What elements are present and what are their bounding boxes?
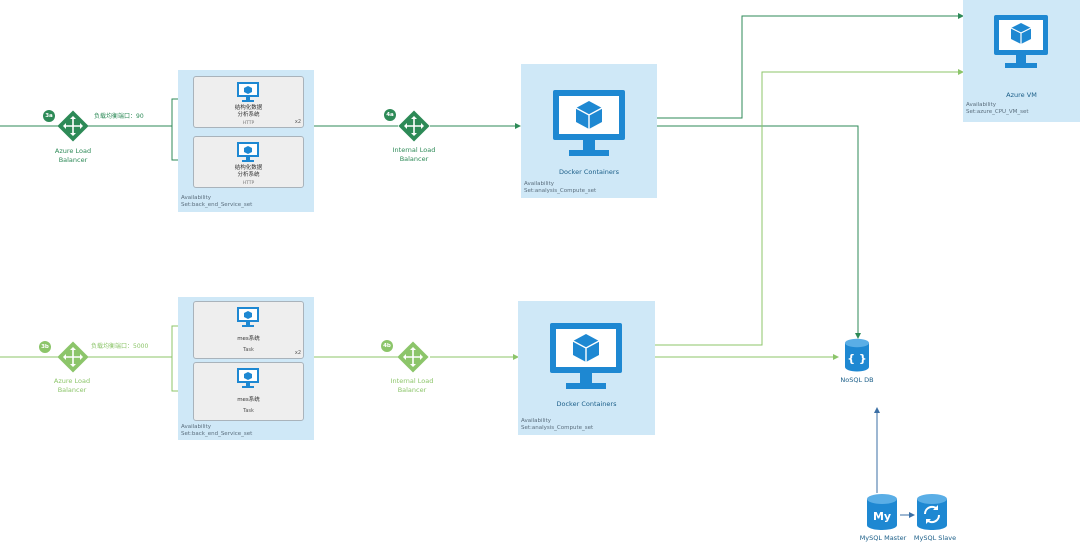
edge-docker-top-to-azure-vm	[657, 13, 964, 119]
step-badge-4a: 4a	[384, 109, 396, 121]
nosql-db-icon[interactable]: { }	[843, 338, 871, 372]
service-name: 结构化数据 分析系统	[234, 165, 263, 178]
nosql-icon-glyph: { }	[847, 352, 867, 365]
service-protocol: Task	[243, 347, 254, 353]
docker-availability-label: Availability Set:analysis_Compute_set	[521, 418, 594, 431]
docker-availability-label: Availability Set:analysis_Compute_set	[524, 181, 597, 194]
azure-vm-availability-set[interactable]: Azure VM Availability Set:azure_CPU_VM_s…	[963, 0, 1080, 122]
lb-3a-label: Azure Load Balancer	[54, 147, 92, 164]
internal-load-balancer-icon[interactable]	[397, 341, 429, 373]
ilb-4a-label: Internal Load Balancer	[392, 146, 436, 163]
service-protocol: HTTP	[242, 121, 255, 126]
step-badge-4b: 4b	[381, 340, 393, 352]
docker-availability-set-bottom[interactable]: Docker Containers Availability Set:analy…	[518, 301, 655, 435]
edge-docker-top-to-nosql	[657, 125, 861, 339]
monitor-icon	[553, 90, 625, 156]
mysql-slave-sync-icon[interactable]	[915, 493, 949, 531]
internal-load-balancer-icon[interactable]	[398, 110, 430, 142]
service-card-bottom-2[interactable]: mes系统 Task	[193, 362, 304, 421]
service-name: mes系统	[237, 397, 260, 403]
monitor-icon	[237, 82, 259, 102]
azure-vm-availability-label: Availability Set:azure_CPU_VM_set	[966, 102, 1029, 115]
instance-count-tag: x2	[294, 119, 301, 125]
monitor-icon	[237, 142, 259, 162]
service-availability-label-top: Availability Set:back_end_Service_set	[181, 195, 253, 208]
nosql-label: NoSQL DB	[840, 376, 874, 384]
ilb-4b-label: Internal Load Balancer	[390, 377, 434, 394]
edge-docker-bottom-to-azure-vm	[655, 69, 964, 346]
lb-3b-label: Azure Load Balancer	[53, 377, 91, 394]
monitor-icon	[237, 307, 259, 327]
service-protocol: HTTP	[242, 181, 255, 186]
monitor-icon	[550, 323, 622, 389]
service-card-top-2[interactable]: 结构化数据 分析系统 HTTP	[193, 136, 304, 188]
docker-label: Docker Containers	[559, 168, 619, 176]
service-card-bottom-1[interactable]: mes系统 Task x2	[193, 301, 304, 359]
step-badge-3a: 3a	[43, 110, 55, 122]
instance-count-tag: x2	[294, 350, 301, 356]
step-badge-3b: 3b	[39, 341, 51, 353]
service-name: mes系统	[237, 336, 260, 342]
monitor-icon	[237, 368, 259, 388]
azure-vm-label: Azure VM	[1006, 91, 1037, 99]
lb-3a-port-label: 负载均衡端口：90	[94, 113, 144, 120]
service-availability-label-bottom: Availability Set:back_end_Service_set	[181, 424, 253, 437]
mysql-master-label: MySQL Master	[859, 534, 907, 542]
mysql-icon-glyph: My	[873, 510, 891, 523]
load-balancer-icon[interactable]	[57, 341, 89, 373]
monitor-icon	[994, 15, 1048, 68]
mysql-master-icon[interactable]: My	[865, 493, 899, 531]
lb-3b-port-label: 负载均衡端口：5000	[91, 343, 149, 350]
docker-availability-set-top[interactable]: Docker Containers Availability Set:analy…	[521, 64, 657, 198]
mysql-slave-label: MySQL Slave	[913, 534, 957, 542]
docker-label: Docker Containers	[556, 400, 617, 408]
service-name: 结构化数据 分析系统	[234, 105, 263, 118]
service-card-top-1[interactable]: 结构化数据 分析系统 HTTP x2	[193, 76, 304, 128]
service-protocol: Task	[243, 408, 254, 414]
load-balancer-icon[interactable]	[57, 110, 89, 142]
